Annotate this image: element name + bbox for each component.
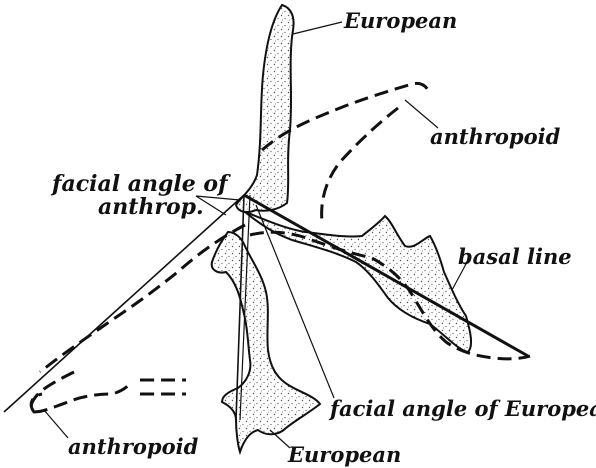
label-european-bottom: European xyxy=(287,442,401,467)
anthropoid-occipital-curve xyxy=(322,108,398,222)
european-profile xyxy=(212,5,471,452)
anthropoid-jaw-front xyxy=(31,372,130,412)
anthropoid-face-upper xyxy=(40,225,245,372)
label-anthropoid-bottom: anthropoid xyxy=(68,434,199,459)
leader-anthropoid-bottom xyxy=(44,410,68,438)
european-face xyxy=(212,232,320,452)
label-anthropoid-top: anthropoid xyxy=(430,124,561,149)
label-basal-line: basal line xyxy=(458,244,572,269)
european-frontal-bone xyxy=(236,5,294,212)
label-facial-angle-european: facial angle of European xyxy=(328,396,596,421)
leader-european-top xyxy=(293,22,342,34)
label-facial-angle-anthrop-2: anthrop. xyxy=(98,194,204,220)
anthropoid-facial-line xyxy=(4,195,244,412)
label-european-top: European xyxy=(343,8,457,33)
